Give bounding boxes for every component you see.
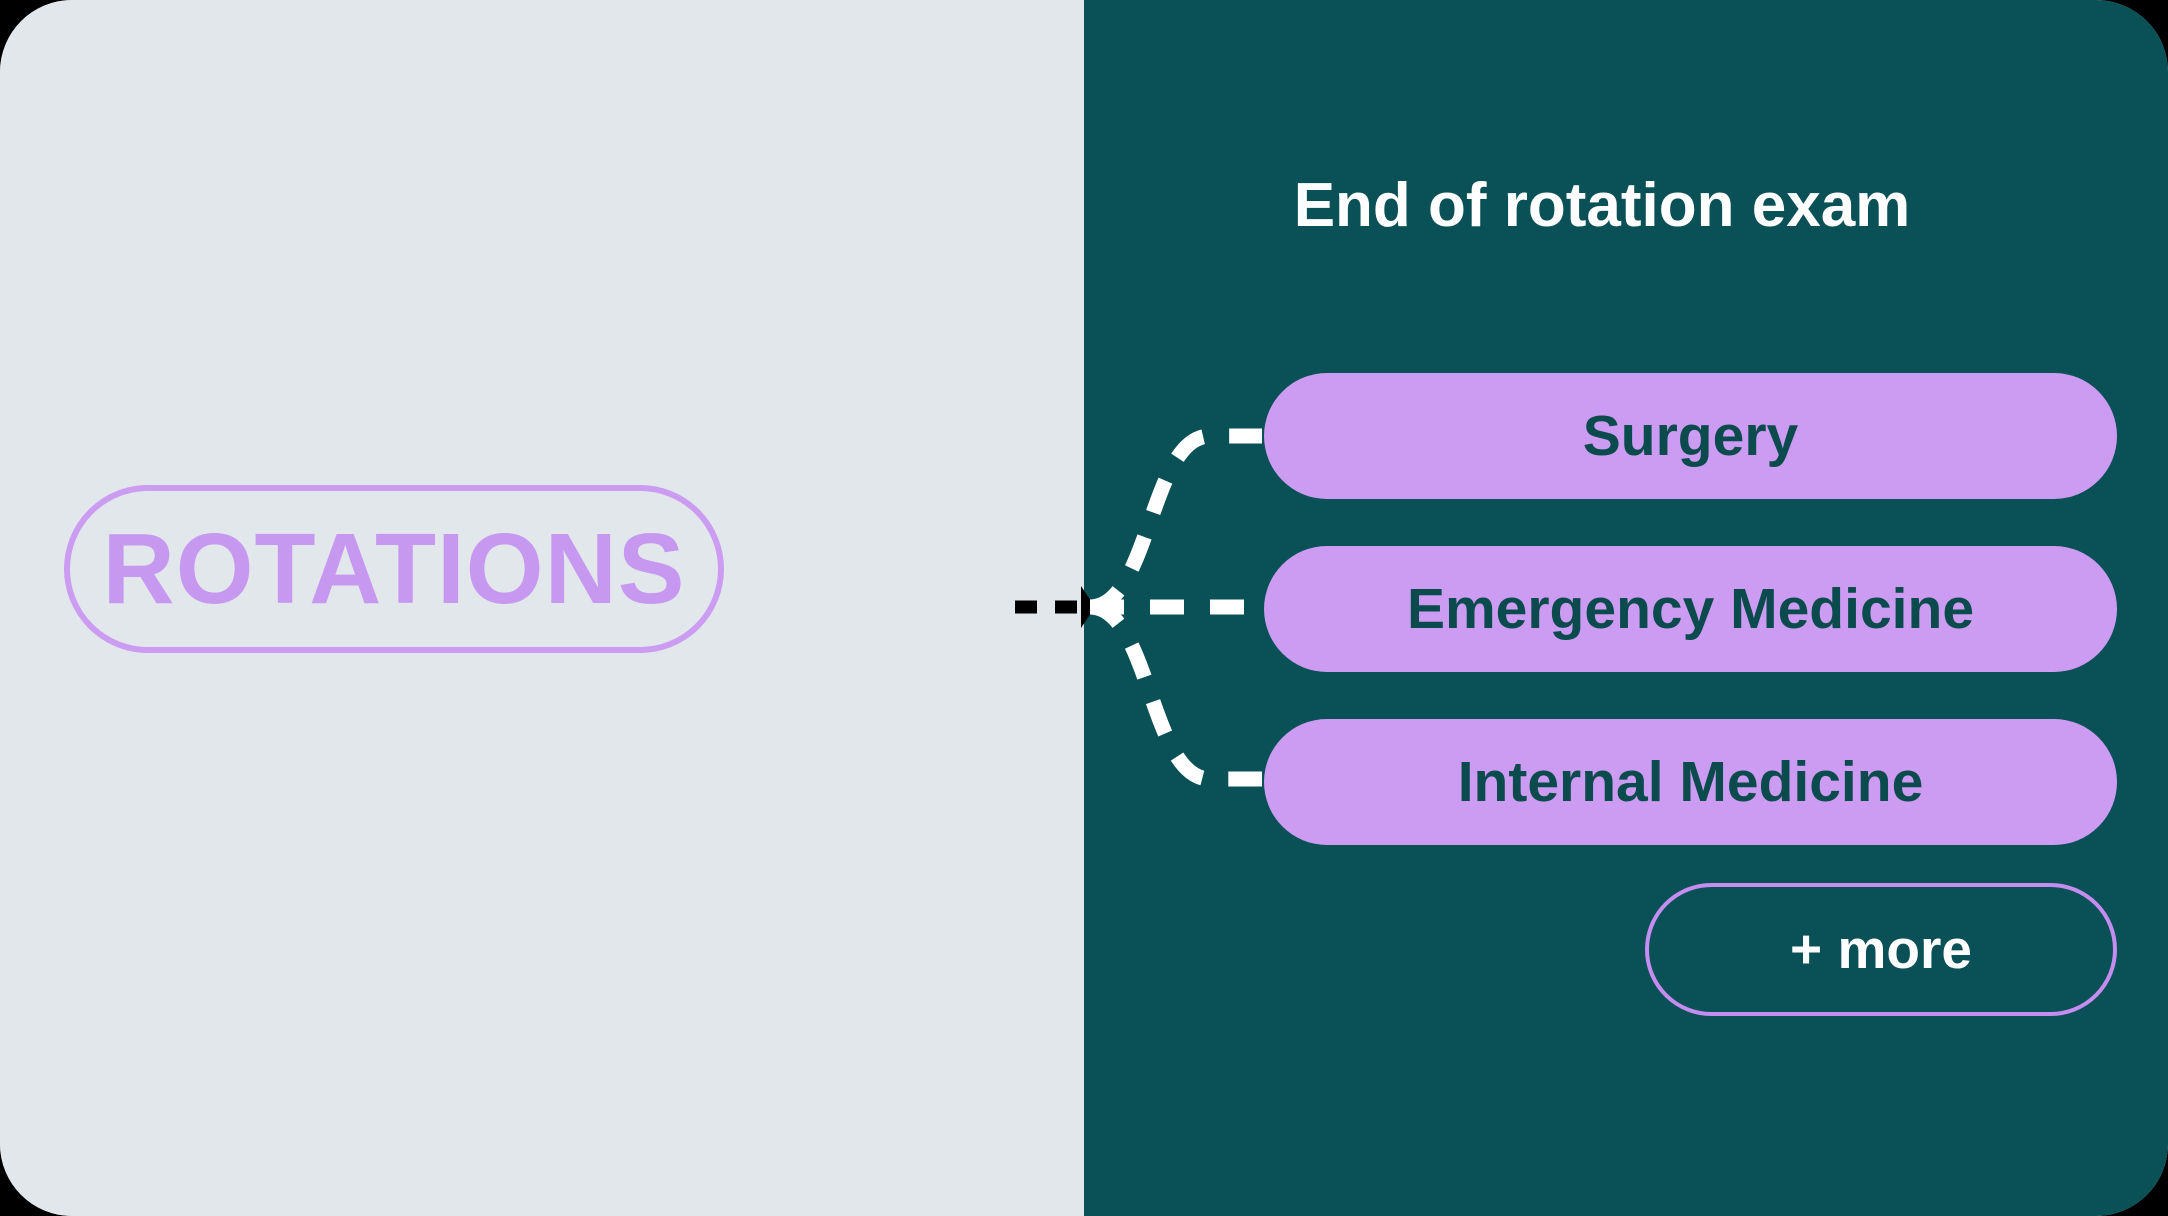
exam-pill-label: Surgery [1582,403,1799,468]
exam-pill-label: Internal Medicine [1457,749,1924,814]
more-button-label: + more [1790,918,1972,980]
panel-title: End of rotation exam [1293,171,1911,240]
rotations-node[interactable]: ROTATIONS [64,485,724,653]
right-panel: End of rotation exam Surgery Emergency M… [1084,0,2168,1216]
left-panel: ROTATIONS [64,485,724,653]
exam-pill-emergency-medicine[interactable]: Emergency Medicine [1264,546,2117,672]
exam-pill-label: Emergency Medicine [1406,576,1975,641]
exam-pill-surgery[interactable]: Surgery [1264,373,2117,499]
exam-pill-internal-medicine[interactable]: Internal Medicine [1264,719,2117,845]
rotations-node-label: ROTATIONS [102,513,686,625]
more-button[interactable]: + more [1645,883,2117,1016]
